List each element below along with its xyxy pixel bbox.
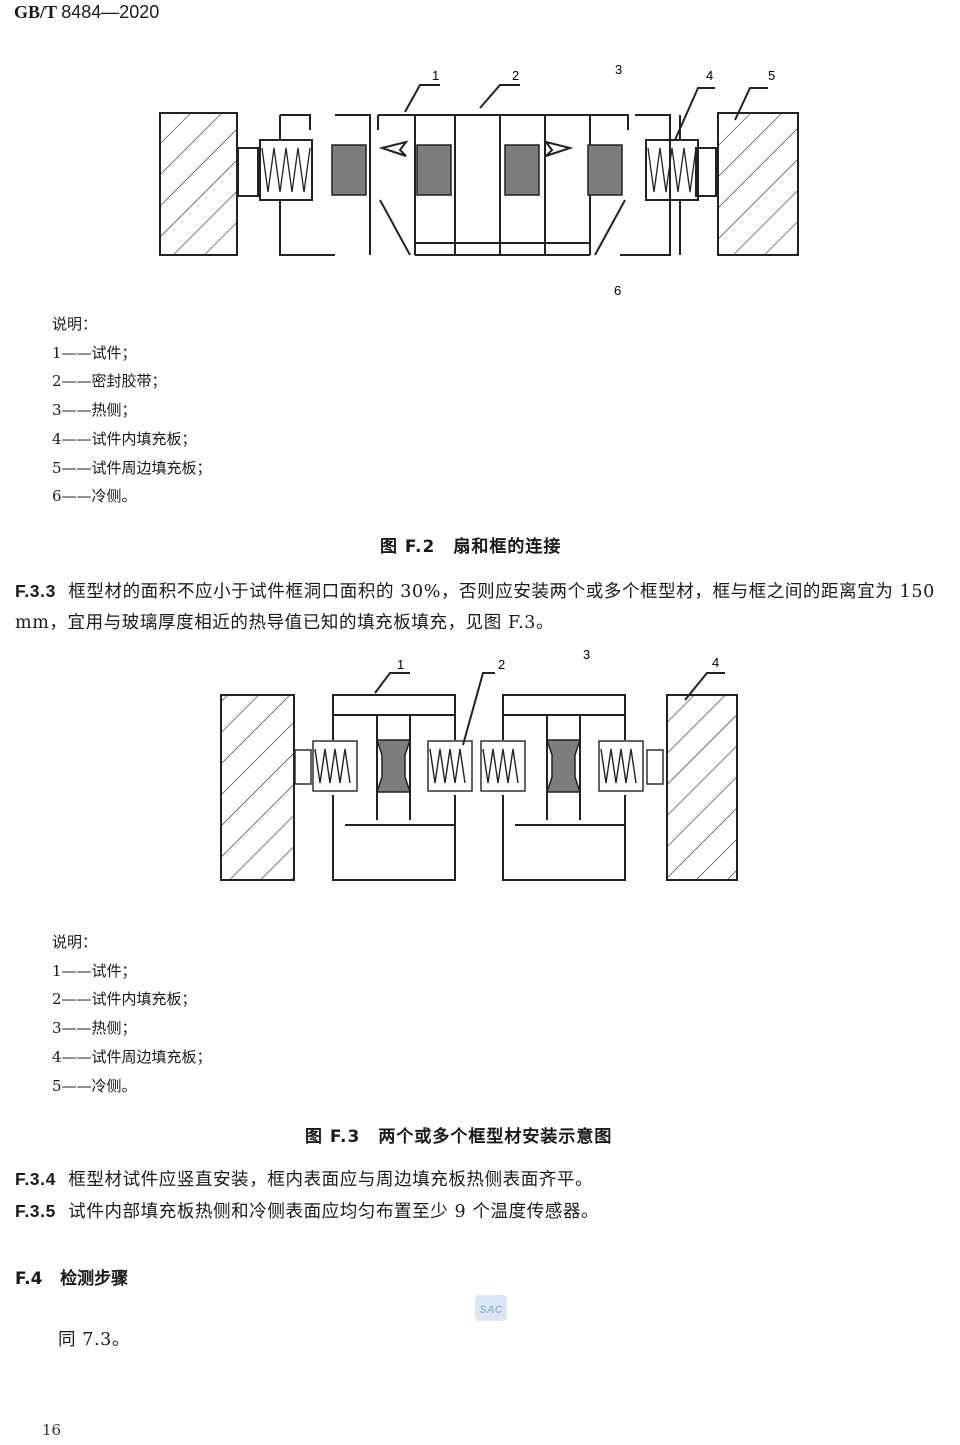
sac-watermark-logo: SAC [474, 1292, 508, 1324]
f3-callout-4: 4 [712, 655, 719, 670]
clause-number: F.3.5 [15, 1201, 56, 1221]
section-number: F.4 [15, 1269, 43, 1289]
f2-callout-5: 5 [768, 68, 775, 83]
figure-f2-legend: 说明： 1——试件； 2——密封胶带； 3——热侧； 4——试件内填充板； 5—… [52, 310, 212, 511]
legend-item: 3——热侧； [52, 401, 137, 420]
figure-f3-drawing: 1 2 3 4 5 [215, 645, 755, 890]
standard-header: GB/T 8484—2020 [14, 2, 159, 23]
section-title: 检测步骤 [60, 1269, 129, 1289]
clause-f33: F.3.3 框型材的面积不应小于试件框洞口面积的 30%，否则应安装两个或多个框… [15, 576, 947, 639]
legend-title: 说明： [52, 315, 98, 333]
figure-f2-drawing: 1 2 3 4 5 6 [150, 60, 810, 305]
section-f4-body: 同 7.3。 [58, 1330, 130, 1350]
legend-item: 4——试件内填充板； [52, 429, 197, 448]
legend-item: 6——冷侧。 [52, 487, 137, 506]
legend-item: 1——试件； [52, 343, 137, 362]
f3-callout-1: 1 [397, 657, 404, 672]
f2-callout-1: 1 [432, 68, 439, 83]
legend-item: 5——试件周边填充板； [52, 458, 212, 477]
f2-callout-4: 4 [706, 68, 713, 83]
figure-f3-caption: 图 F.3 两个或多个框型材安装示意图 [305, 1127, 613, 1147]
f3-callout-3: 3 [583, 647, 590, 662]
clause-text: 试件内部填充板热侧和冷侧表面应均匀布置至少 9 个温度传感器。 [68, 1202, 600, 1222]
page-number: 16 [42, 1421, 62, 1439]
clause-number: F.3.4 [15, 1169, 56, 1189]
legend-item: 2——试件内填充板； [52, 990, 197, 1009]
section-f4-heading: F.4 检测步骤 [15, 1264, 128, 1289]
f2-callout-6: 6 [614, 283, 621, 298]
standard-number: 8484—2020 [61, 2, 160, 22]
svg-text:SAC: SAC [479, 1304, 503, 1316]
legend-item: 4——试件周边填充板； [52, 1047, 212, 1066]
f2-callout-2: 2 [512, 68, 519, 83]
f3-callout-2: 2 [498, 657, 505, 672]
standard-code: GB/T [14, 2, 57, 22]
legend-item: 2——密封胶带； [52, 372, 167, 391]
clause-f35: F.3.5 试件内部填充板热侧和冷侧表面应均匀布置至少 9 个温度传感器。 [15, 1196, 947, 1228]
legend-item: 5——冷侧。 [52, 1076, 137, 1095]
legend-title: 说明： [52, 933, 98, 951]
clause-text: 框型材的面积不应小于试件框洞口面积的 30%，否则应安装两个或多个框型材，框与框… [15, 582, 935, 633]
clause-number: F.3.3 [15, 581, 56, 601]
legend-item: 3——热侧； [52, 1019, 137, 1038]
legend-item: 1——试件； [52, 961, 137, 980]
clause-text: 框型材试件应竖直安装，框内表面应与周边填充板热侧表面齐平。 [68, 1170, 594, 1190]
f2-callout-3: 3 [615, 62, 622, 77]
figure-f2-caption: 图 F.2 扇和框的连接 [380, 537, 562, 557]
figure-f3-legend: 说明： 1——试件； 2——试件内填充板； 3——热侧； 4——试件周边填充板；… [52, 928, 212, 1100]
clause-f34: F.3.4 框型材试件应竖直安装，框内表面应与周边填充板热侧表面齐平。 [15, 1164, 947, 1196]
